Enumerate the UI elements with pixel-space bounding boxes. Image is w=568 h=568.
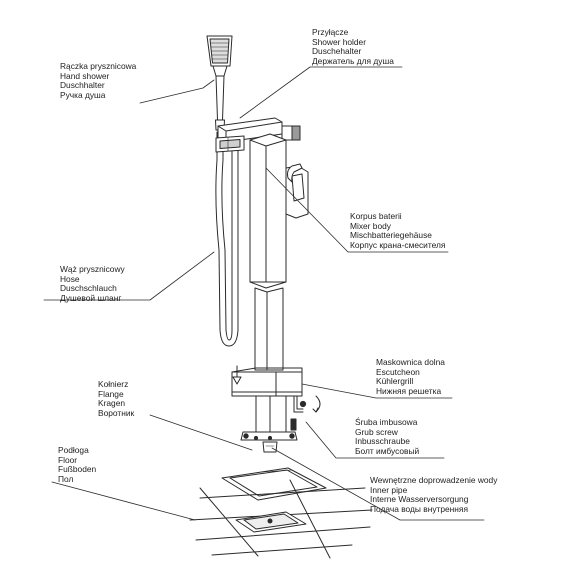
callout-line: Пол <box>58 473 74 484</box>
callout-line: Inbusschraube <box>355 436 410 447</box>
callout-hose: Wąż prysznicowy Hose Duschschlauch Душев… <box>60 264 125 303</box>
flange-drawing <box>240 395 298 453</box>
callout-line: Kragen <box>98 398 126 409</box>
callout-line: Escutcheon <box>376 366 420 377</box>
floor-drawing <box>189 467 373 559</box>
hand-shower-drawing <box>206 35 233 131</box>
callout-grub-screw: Śruba imbusowa Grub screw Inbusschraube … <box>355 417 420 456</box>
callout-line: Mixer body <box>350 220 391 231</box>
callout-line: Floor <box>58 454 78 465</box>
callout-line: Shower holder <box>312 36 367 47</box>
callout-line: Болт имбусовый <box>355 445 420 456</box>
callout-hand-shower: Rączka prysznicowa Hand shower Duschhalt… <box>60 61 137 100</box>
callout-escutcheon: Maskownica dolna Escutcheon Kühlergrill … <box>376 357 445 396</box>
callout-line: Wąż prysznicowy <box>60 264 125 274</box>
callout-shower-holder: Przyłącze Shower holder Duschehalter Дер… <box>312 27 394 66</box>
mixer-body-drawing <box>249 133 309 371</box>
escutcheon-drawing <box>231 367 303 397</box>
callout-line: Grub screw <box>355 426 398 437</box>
callout-line: Wewnętrzne doprowadzenie wody <box>370 475 498 485</box>
callout-line: Interne Wasserversorgung <box>370 494 469 505</box>
callout-line: Flange <box>98 388 124 399</box>
callout-line: Mischbatteriegehäuse <box>350 230 432 241</box>
assembly-arrow <box>232 365 242 385</box>
callout-line: Przyłącze <box>312 27 349 37</box>
callout-floor: Podłoga Floor Fußboden Пол <box>58 445 97 484</box>
callout-line: Korpus baterii <box>350 211 402 221</box>
leader-lines <box>43 66 485 521</box>
callout-line: Rączka prysznicowa <box>60 61 137 71</box>
hose-drawing <box>215 131 239 347</box>
callout-line: Hand shower <box>60 70 110 81</box>
callout-line: Fußboden <box>58 464 97 475</box>
callout-line: Śruba imbusowa <box>355 417 418 427</box>
callout-line: Duschhalter <box>60 80 105 91</box>
callout-mixer-body: Korpus baterii Mixer body Mischbatterieg… <box>350 211 446 250</box>
callout-line: Воротник <box>98 407 135 418</box>
callout-line: Inner pipe <box>370 484 408 495</box>
callout-line: Duschehalter <box>312 46 362 57</box>
callout-line: Duschschlauch <box>60 283 117 294</box>
callout-line: Держатель для душа <box>312 55 394 66</box>
callout-line: Корпус крана-смесителя <box>350 239 446 250</box>
callout-line: Kołnierz <box>98 379 129 389</box>
callout-flange: Kołnierz Flange Kragen Воротник <box>98 379 135 418</box>
callout-inner-pipe: Wewnętrzne doprowadzenie wody Inner pipe… <box>370 475 498 514</box>
callout-line: Kühlergrill <box>376 376 414 387</box>
callout-line: Podłoga <box>58 445 89 455</box>
callout-line: Нижняя решетка <box>376 385 442 396</box>
callout-line: Подача воды внутренняя <box>370 503 468 514</box>
callout-line: Душевой шланг <box>60 292 122 303</box>
callout-line: Hose <box>60 273 80 284</box>
callout-line: Maskownica dolna <box>376 357 445 367</box>
callout-line: Ручка душа <box>60 89 106 100</box>
grub-screw-drawing <box>290 395 321 431</box>
